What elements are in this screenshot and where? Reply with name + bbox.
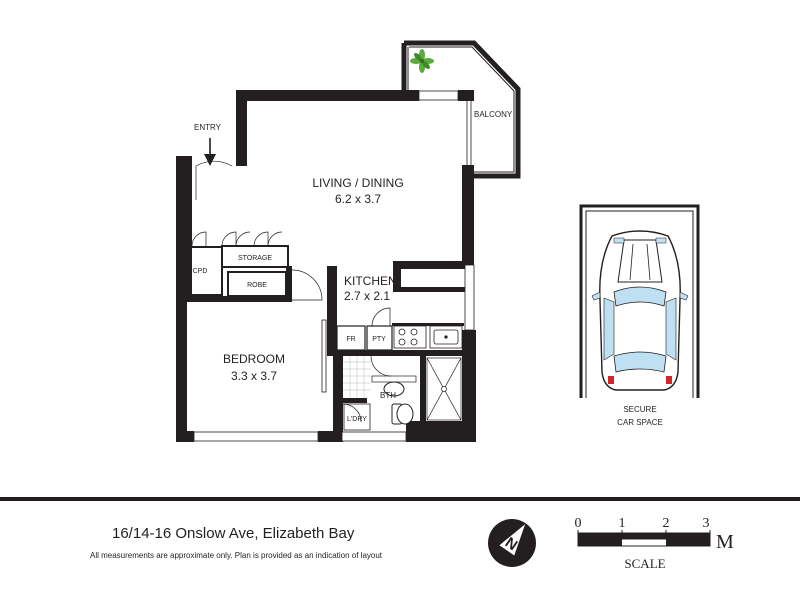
label-entry: ENTRY — [194, 123, 222, 132]
car-space-outline — [579, 204, 700, 398]
label-living-name: LIVING / DINING — [312, 176, 403, 190]
bath-tiles — [343, 356, 371, 398]
kitchen-bench — [392, 323, 464, 326]
label-car-line1: SECURE — [623, 405, 656, 414]
car-icon — [591, 230, 689, 391]
plant-icon — [410, 49, 434, 73]
scale-tick-2: 2 — [663, 516, 670, 531]
label-kitchen-name: KITCHEN — [344, 274, 397, 288]
scale-unit: M — [716, 531, 734, 553]
shower-icon — [426, 357, 462, 421]
label-pty: PTY — [372, 336, 386, 343]
label-bath: BTH — [380, 391, 396, 400]
label-bedroom-size: 3.3 x 3.7 — [231, 369, 277, 383]
windows — [193, 90, 475, 442]
label-storage: STORAGE — [238, 255, 272, 262]
sink-icon — [429, 325, 463, 349]
footer-divider — [0, 497, 800, 501]
property-address: 16/14-16 Onslow Ave, Elizabeth Bay — [112, 525, 355, 542]
laundry-tub-icon — [343, 403, 371, 431]
label-living-size: 6.2 x 3.7 — [335, 192, 381, 206]
label-robe: ROBE — [247, 282, 267, 289]
storage-and-robe — [186, 245, 289, 297]
scale-bar — [577, 530, 711, 547]
scale-tick-0: 0 — [575, 516, 582, 531]
fridge-and-pantry — [336, 325, 393, 351]
basin-icon — [371, 375, 417, 397]
label-fr: FR — [346, 336, 355, 343]
disclaimer-text: All measurements are approximate only. P… — [90, 551, 383, 560]
balcony-outline — [401, 40, 521, 179]
label-laundry: L'DRY — [347, 416, 367, 423]
scale-caption: SCALE — [624, 556, 665, 571]
compass-icon: N — [488, 519, 536, 567]
entry-arrow-icon — [204, 138, 216, 166]
label-kitchen-size: 2.7 x 2.1 — [344, 289, 390, 303]
toilet-icon — [391, 403, 414, 425]
scale-tick-3: 3 — [703, 516, 710, 531]
label-balcony: BALCONY — [474, 110, 513, 119]
label-cpd: CPD — [193, 268, 208, 275]
scale-tick-1: 1 — [619, 516, 626, 531]
cooktop-icon — [393, 325, 427, 349]
exterior-walls — [176, 90, 476, 442]
label-car-line2: CAR SPACE — [617, 418, 663, 427]
balcony-door — [466, 101, 472, 165]
label-bedroom-name: BEDROOM — [223, 352, 285, 366]
